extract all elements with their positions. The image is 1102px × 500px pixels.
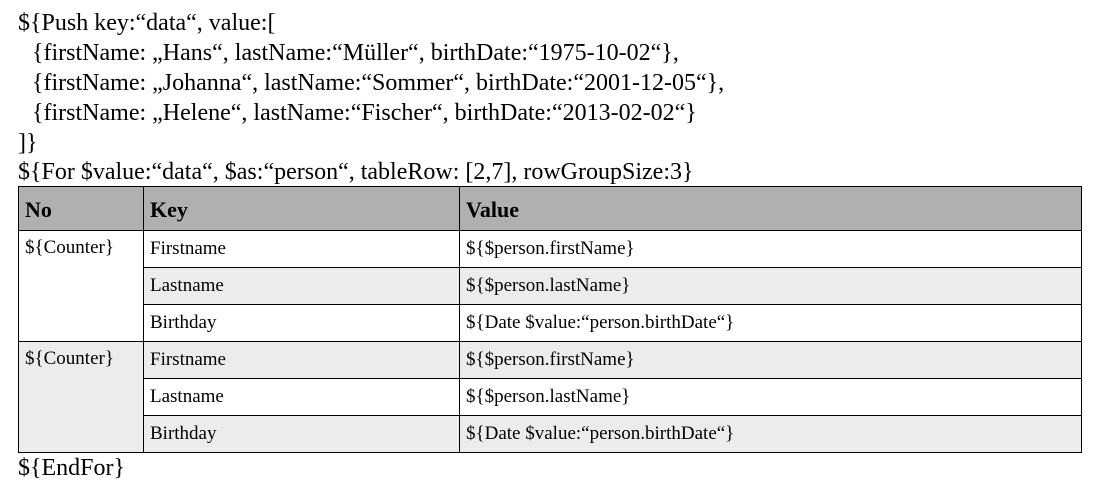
push-entry-2: {firstName: „Johanna“, lastName:“Sommer“… <box>32 70 725 96</box>
template-table: No Key Value ${Counter} Firstname ${$per… <box>18 186 1082 453</box>
key-cell: Lastname <box>143 378 460 416</box>
header-key: Key <box>143 186 460 231</box>
table-row: Lastname ${$person.lastName} <box>19 267 1082 305</box>
push-entry-3: {firstName: „Helene“, lastName:“Fischer“… <box>32 100 697 126</box>
key-cell: Firstname <box>143 230 460 268</box>
key-cell: Firstname <box>143 341 460 379</box>
value-cell: ${Date $value:“person.birthDate“} <box>459 304 1082 342</box>
value-cell: ${$person.firstName} <box>459 230 1082 268</box>
table-row: Birthday ${Date $value:“person.birthDate… <box>19 415 1082 453</box>
document-page: ${Push key:“data“, value:[ {firstName: „… <box>18 8 1082 483</box>
value-cell: ${$person.firstName} <box>459 341 1082 379</box>
key-cell: Birthday <box>143 304 460 342</box>
table-row: Lastname ${$person.lastName} <box>19 378 1082 416</box>
table-row: Birthday ${Date $value:“person.birthDate… <box>19 304 1082 342</box>
key-cell: Lastname <box>143 267 460 305</box>
counter-cell: ${Counter} <box>18 230 144 342</box>
value-cell: ${Date $value:“person.birthDate“} <box>459 415 1082 453</box>
push-close-line: ]} <box>18 130 38 156</box>
value-cell: ${$person.lastName} <box>459 378 1082 416</box>
endfor-line: ${EndFor} <box>18 455 126 481</box>
table-row: ${Counter} Firstname ${$person.firstName… <box>18 230 1082 342</box>
table-header-row: No Key Value <box>18 186 1082 231</box>
counter-cell: ${Counter} <box>18 341 144 453</box>
header-value: Value <box>459 186 1082 231</box>
for-line: ${For $value:“data“, $as:“person“, table… <box>18 159 694 185</box>
header-no: No <box>18 186 144 231</box>
key-cell: Birthday <box>143 415 460 453</box>
push-entry-1: {firstName: „Hans“, lastName:“Müller“, b… <box>32 40 679 66</box>
push-line: ${Push key:“data“, value:[ <box>18 10 276 36</box>
value-cell: ${$person.lastName} <box>459 267 1082 305</box>
table-row: ${Counter} Firstname ${$person.firstName… <box>18 341 1082 453</box>
